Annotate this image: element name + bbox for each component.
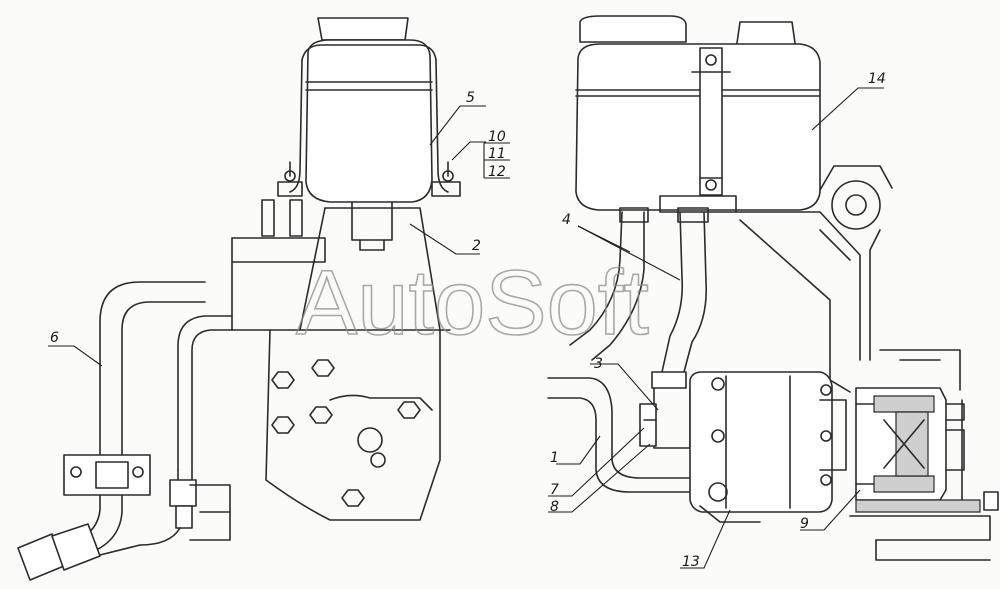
right-inlet-fitting	[639, 387, 691, 449]
callout-6: 6	[50, 330, 59, 346]
callout-10: 10	[488, 129, 506, 145]
callout-14: 14	[868, 71, 886, 87]
left-studs	[261, 199, 303, 237]
left-reservoir	[277, 39, 461, 203]
left-view	[17, 17, 461, 581]
watermark: AutoSoft	[296, 252, 649, 354]
left-outlet-fitting	[351, 201, 393, 251]
right-pipe-1	[547, 377, 691, 493]
callout-3: 3	[594, 356, 603, 372]
callout-8: 8	[550, 499, 559, 515]
left-reservoir-cap	[317, 17, 409, 41]
callouts: 5 10 11 12 2 6 14 4 3 1 7 8 13 9	[50, 71, 886, 570]
callout-13: 13	[682, 554, 700, 570]
callout-2: 2	[472, 238, 481, 254]
callout-7: 7	[550, 482, 559, 498]
right-pulley-section	[849, 349, 999, 561]
callout-12: 12	[488, 164, 506, 180]
callout-11: 11	[488, 146, 506, 162]
leader-lines	[48, 87, 884, 569]
right-pump	[689, 371, 847, 523]
left-pipe-6	[17, 281, 233, 581]
callout-4: 4	[562, 212, 571, 228]
callout-9: 9	[800, 516, 809, 532]
left-bracket	[231, 207, 451, 521]
right-hoses-4	[569, 207, 709, 389]
callout-1: 1	[550, 450, 559, 466]
right-mount-bracket	[735, 165, 893, 393]
right-view	[547, 15, 999, 561]
right-reservoir	[575, 43, 821, 213]
right-reservoir-caps	[579, 15, 797, 51]
callout-5: 5	[466, 90, 475, 106]
